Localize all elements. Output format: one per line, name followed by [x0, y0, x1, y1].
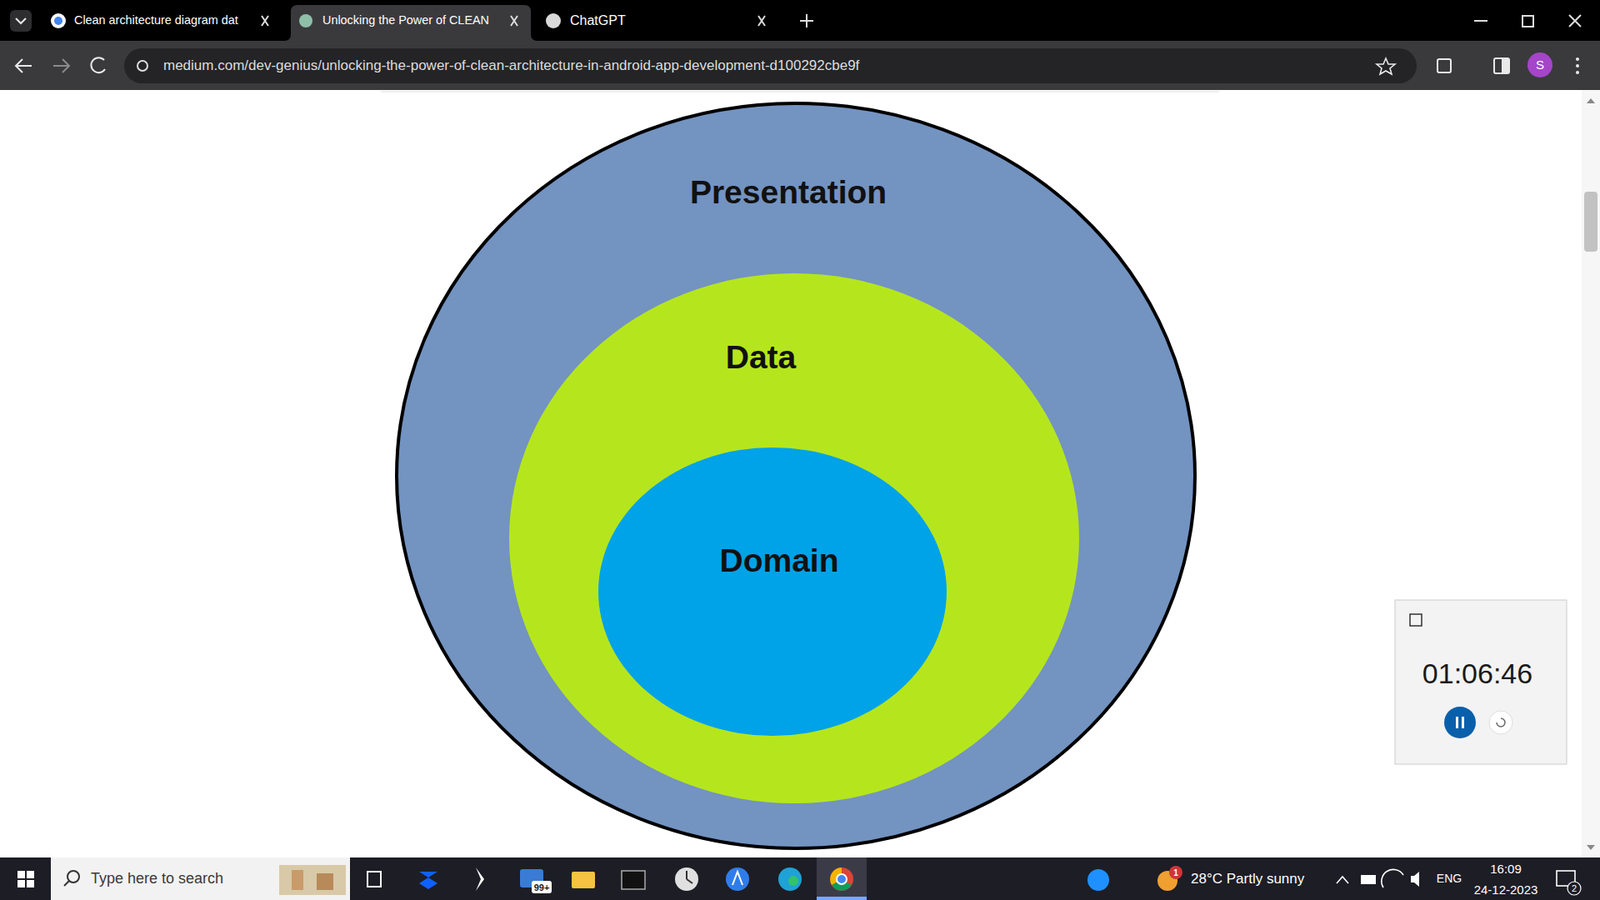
timer-value: 01:06:46: [1422, 658, 1533, 690]
badge-count: 1: [1173, 868, 1179, 878]
layer-ellipse: Domain: [598, 447, 947, 736]
layer-title: Domain: [719, 542, 839, 580]
badge-count: 99+: [534, 882, 550, 893]
tab-title: Unlocking the Power of CLEAN: [322, 14, 490, 28]
clock-time: 16:09: [1490, 862, 1522, 877]
layer-ellipse: DataDomain: [509, 273, 1080, 804]
tab-title: ChatGPT: [570, 13, 626, 29]
ellipse-outline: [598, 447, 947, 736]
layer-ellipse: PresentationDataDomain: [395, 101, 1197, 850]
tab-title: Clean architecture diagram dat: [74, 14, 239, 28]
language-code: ENG: [1436, 872, 1462, 885]
weather-text: 28°C Partly sunny: [1190, 871, 1305, 888]
clock-date: 24-12-2023: [1474, 883, 1539, 898]
address-url: medium.com/dev-genius/unlocking-the-powe…: [163, 58, 860, 75]
layer-title: Presentation: [690, 174, 887, 211]
profile-initial: S: [1535, 58, 1545, 73]
layer-title: Data: [725, 339, 797, 376]
badge-count: 2: [1571, 883, 1577, 894]
search-placeholder: Type here to search: [90, 870, 224, 888]
